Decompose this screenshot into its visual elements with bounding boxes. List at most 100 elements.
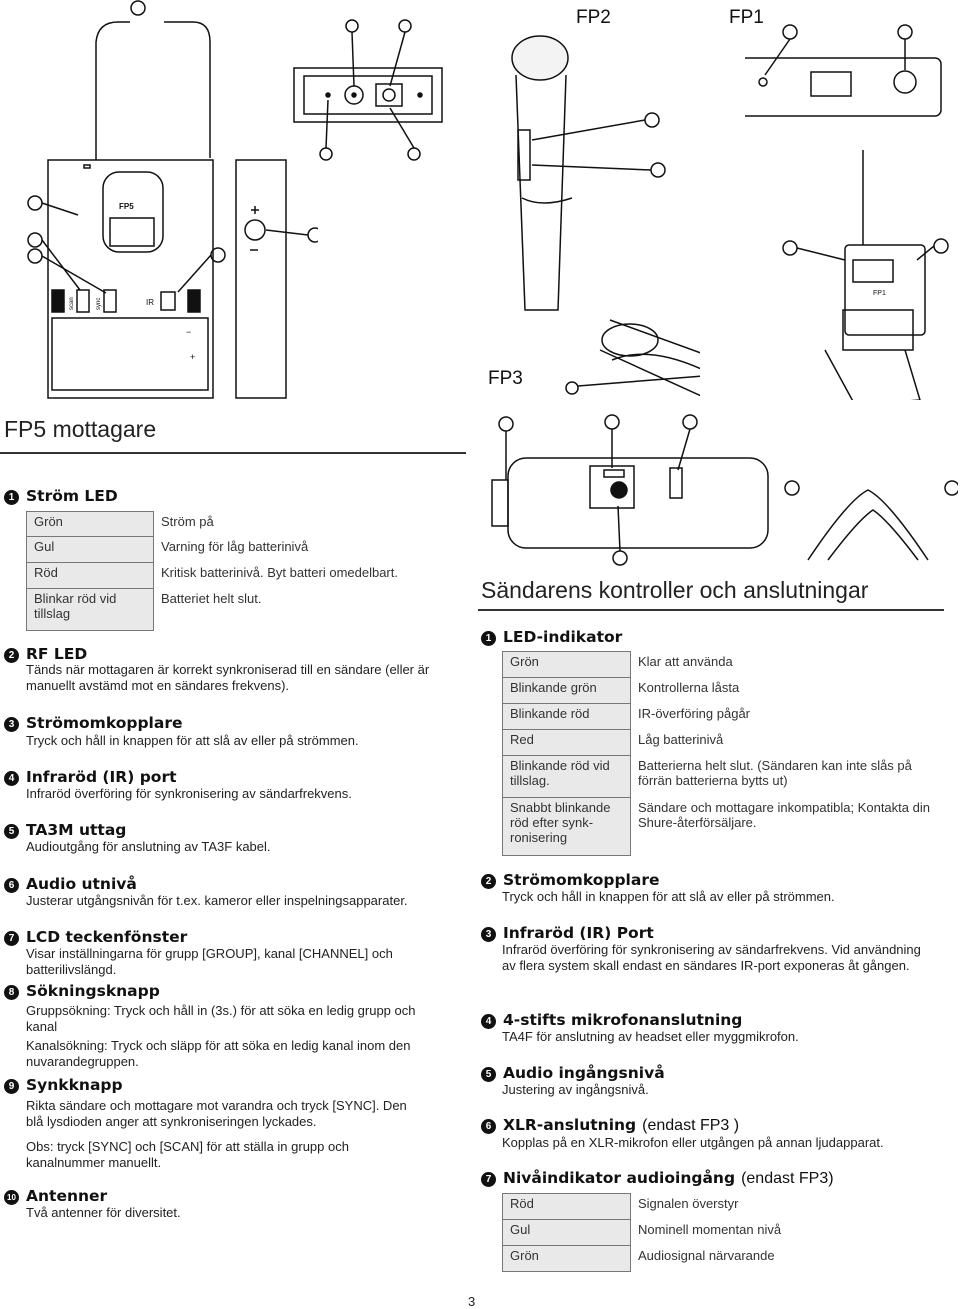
right-s3-number: 3 <box>481 927 496 942</box>
table-row: Blinkande grön Kontrollerna låsta <box>502 677 942 704</box>
left-s3-heading: 3 Strömomkopplare <box>4 714 182 732</box>
table-cell: Signalen överstyr <box>630 1193 942 1220</box>
right-s7-title: Nivåindikator audioingång <box>503 1169 736 1187</box>
table-row: Grön Ström på <box>26 511 460 537</box>
right-s6-text: Kopplas på en XLR-mikrofon eller utgånge… <box>502 1135 884 1150</box>
right-s3-title: Infraröd (IR) Port <box>503 924 654 942</box>
fp5-model-marking: FP5 <box>119 202 134 211</box>
fp2-handheld-illustration <box>511 35 700 397</box>
table-cell: Gul <box>26 536 154 563</box>
left-s2-number: 2 <box>4 648 19 663</box>
left-s10-heading: 10 Antenner <box>4 1187 107 1205</box>
left-s9-text2: Obs: tryck [SYNC] och [SCAN] för att stä… <box>26 1139 349 1170</box>
fp5-scan-marking: scan <box>69 297 75 310</box>
fp1-bodypack-illustration: FP1 <box>745 24 949 400</box>
table-cell: Varning för låg batterinivå <box>153 536 460 563</box>
table-cell: Klar att använda <box>630 651 942 678</box>
table-cell: Grön <box>26 511 154 537</box>
left-s4-number: 4 <box>4 771 19 786</box>
right-s1-heading: 1 LED-indikator <box>481 628 622 646</box>
left-s9-title: Synkknapp <box>26 1076 123 1094</box>
right-s2-title: Strömomkopplare <box>503 871 660 889</box>
table-cell: Red <box>502 729 631 756</box>
left-s7-title: LCD teckenfönster <box>26 928 188 946</box>
right-s7-extra: (endast FP3) <box>741 1170 834 1187</box>
left-s5-number: 5 <box>4 824 19 839</box>
table-cell: Grön <box>502 651 631 678</box>
left-s4-text: Infraröd överföring för synkronisering a… <box>26 786 352 801</box>
left-s2-title: RF LED <box>26 645 88 663</box>
table-cell: Kritisk batterinivå. Byt batteri omedelb… <box>153 562 460 589</box>
right-s3-heading: 3 Infraröd (IR) Port <box>481 924 654 942</box>
right-s1-title: LED-indikator <box>503 628 623 646</box>
table-row: Gul Varning för låg batterinivå <box>26 536 460 563</box>
left-s10-number: 10 <box>4 1190 19 1205</box>
table-cell: Sändare och mottagare inkompatibla; Kont… <box>630 797 942 856</box>
right-s4-title: 4-stifts mikrofonanslutning <box>503 1011 743 1029</box>
left-s8-number: 8 <box>4 985 19 1000</box>
left-s8-title: Sökningsknapp <box>26 982 160 1000</box>
right-s6-heading: 6 XLR-anslutning (endast FP3 ) <box>481 1116 739 1135</box>
right-s6-extra: (endast FP3 ) <box>642 1117 740 1134</box>
table-row: Röd Signalen överstyr <box>502 1193 942 1220</box>
fp5-receiver-illustration: FP5 IR scan sync + − <box>27 0 318 399</box>
table-cell: Audiosignal närvarande <box>630 1245 942 1272</box>
left-s10-title: Antenner <box>26 1187 108 1205</box>
table-cell: Ström på <box>153 511 460 537</box>
table-cell: Blinkande röd <box>502 703 631 730</box>
left-s3-text: Tryck och håll in knappen för att slå av… <box>26 733 359 748</box>
right-s3-text: Infraröd överföring för synkronisering a… <box>502 942 921 973</box>
right-s2-text: Tryck och håll in knappen för att slå av… <box>502 889 835 904</box>
left-s9-text1: Rikta sändare och mottagare mot varandra… <box>26 1098 407 1129</box>
fp3-plugon-illustration <box>491 414 958 566</box>
left-s1-table: Grön Ström på Gul Varning för låg batter… <box>26 511 460 631</box>
table-cell: Låg batterinivå <box>630 729 942 756</box>
left-s6-number: 6 <box>4 878 19 893</box>
table-row: Grön Klar att använda <box>502 651 942 678</box>
table-cell: Röd <box>502 1193 631 1220</box>
fp5-minus-marking: − <box>186 327 191 337</box>
table-row: Röd Kritisk batterinivå. Byt batteri ome… <box>26 562 460 589</box>
right-s5-text: Justering av ingångsnivå. <box>502 1082 649 1097</box>
left-s3-title: Strömomkopplare <box>26 714 183 732</box>
table-row: Blinkande röd vid tillslag. Batterierna … <box>502 755 942 798</box>
left-s6-title: Audio utnivå <box>26 875 137 893</box>
table-cell: Snabbt blinkande röd efter synk-roniseri… <box>502 797 631 856</box>
table-row: Snabbt blinkande röd efter synk-roniseri… <box>502 797 942 856</box>
table-cell: Blinkande grön <box>502 677 631 704</box>
fp5-sync-marking: sync <box>96 298 102 310</box>
left-s1-title: Ström LED <box>26 487 118 505</box>
left-s6-heading: 6 Audio utnivå <box>4 875 137 893</box>
fp5-ir-marking: IR <box>146 298 154 307</box>
table-cell: Blinkande röd vid tillslag. <box>502 755 631 798</box>
right-s7-table: Röd Signalen överstyr Gul Nominell momen… <box>502 1193 942 1272</box>
left-s3-number: 3 <box>4 717 19 732</box>
fp5-top-panel-illustration <box>293 19 443 161</box>
left-s7-text: Visar inställningarna för grupp [GROUP],… <box>26 946 393 977</box>
table-cell: Blinkar röd vid tillslag <box>26 588 154 631</box>
table-cell: Röd <box>26 562 154 589</box>
left-s6-text: Justerar utgångsnivån för t.ex. kameror … <box>26 893 408 908</box>
table-cell: Kontrollerna låsta <box>630 677 942 704</box>
left-title-rule <box>0 452 466 454</box>
right-title-rule <box>478 609 944 611</box>
right-s6-number: 6 <box>481 1119 496 1134</box>
fp2-label: FP2 <box>576 7 611 28</box>
right-s5-title: Audio ingångsnivå <box>503 1064 665 1082</box>
page-number: 3 <box>468 1294 476 1309</box>
right-s5-number: 5 <box>481 1067 496 1082</box>
right-s1-number: 1 <box>481 631 496 646</box>
table-row: Gul Nominell momentan nivå <box>502 1219 942 1246</box>
right-s6-title: XLR-anslutning <box>503 1116 637 1134</box>
left-s8-text2: Kanalsökning: Tryck och släpp för att sö… <box>26 1038 411 1069</box>
table-row: Grön Audiosignal närvarande <box>502 1245 942 1272</box>
fp5-plus-marking: + <box>190 352 195 362</box>
table-row: Red Låg batterinivå <box>502 729 942 756</box>
table-cell: Batteriet helt slut. <box>153 588 460 631</box>
